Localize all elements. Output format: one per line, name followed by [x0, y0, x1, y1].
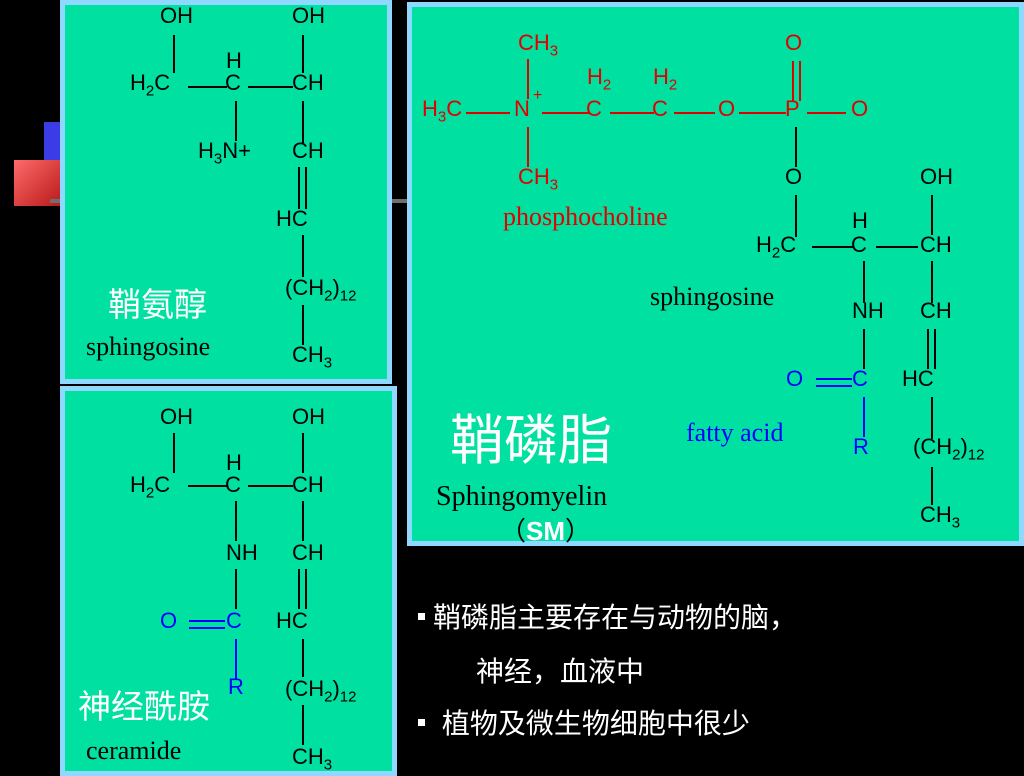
atom-label: O — [718, 96, 736, 121]
atom-label: CH3 — [292, 342, 333, 372]
atom-label: (CH2)12 — [913, 434, 985, 464]
atom-label: C — [852, 366, 868, 391]
ceramide-panel — [60, 386, 397, 776]
atom-label: CH3 — [518, 164, 559, 194]
atom-label: NH — [226, 540, 258, 565]
atom-label: R — [228, 674, 244, 699]
atom-label: CH — [920, 232, 952, 257]
atom-label: H3N+ — [198, 138, 251, 168]
sphingomyelin-en-title: Sphingomyelin — [436, 481, 608, 512]
atom-label: (CH2)12 — [285, 275, 357, 305]
atom-label: O — [851, 96, 869, 121]
atom-label: OH — [920, 164, 953, 189]
atom-label: C — [586, 96, 602, 121]
atom-label: CH — [292, 70, 324, 95]
sphingomyelin-bonds — [466, 59, 936, 505]
atom-label: CH3 — [518, 30, 559, 60]
atom-label: HC — [902, 366, 934, 391]
ceramide-cn-label: 神经酰胺 — [78, 687, 210, 726]
atom-label: C — [652, 96, 668, 121]
atom-label: H — [852, 208, 868, 233]
atom-label: C — [225, 472, 241, 497]
atom-label: OH — [292, 3, 325, 28]
atom-label: + — [533, 87, 543, 104]
ceramide-en-label: ceramide — [86, 736, 182, 765]
bullet-item: 鞘磷脂主要存在与动物的脑， — [418, 596, 797, 636]
sphingosine-cn-label: 鞘氨醇 — [108, 285, 207, 324]
atom-label: H — [226, 48, 242, 73]
sphingosine-panel — [60, 0, 392, 384]
atom-label: H2C — [756, 232, 797, 262]
atom-label: H3C — [422, 96, 463, 126]
atom-label: H2 — [653, 64, 678, 94]
sphingosine-bonds — [173, 35, 307, 345]
atom-label: C — [226, 608, 242, 633]
ceramide-bonds — [173, 433, 307, 745]
sm-sphingosine-label: sphingosine — [650, 282, 775, 311]
atom-label: P — [785, 96, 800, 121]
atom-label: N — [514, 96, 530, 121]
sm-abbreviation: （SM） — [500, 516, 592, 546]
atom-label: CH — [292, 138, 324, 163]
atom-label: O — [785, 30, 803, 55]
atom-label: H2C — [130, 70, 171, 100]
atom-label: O — [786, 366, 804, 391]
atom-label: CH3 — [292, 744, 333, 774]
bullet-item-continuation: 神经，血液中 — [476, 655, 645, 688]
atom-label: HC — [276, 206, 308, 231]
sphingomyelin-cn-title: 鞘磷脂 — [450, 409, 612, 472]
bullet-item: 植物及微生物细胞中很少 — [418, 702, 750, 742]
bullet-square-icon — [418, 718, 425, 726]
atom-label: OH — [160, 3, 193, 28]
atom-label: H2 — [587, 64, 612, 94]
bullet-square-icon — [418, 612, 425, 620]
atom-label: CH — [920, 298, 952, 323]
atom-label: H — [226, 450, 242, 475]
atom-label: NH — [852, 298, 884, 323]
atom-label: O — [785, 164, 803, 189]
atom-label: CH3 — [920, 502, 961, 532]
atom-label: (CH2)12 — [285, 676, 357, 706]
atom-label: CH — [292, 472, 324, 497]
fatty-acid-label: fatty acid — [686, 418, 784, 447]
phosphocholine-label: phosphocholine — [503, 202, 668, 231]
atom-label: OH — [292, 404, 325, 429]
atom-label: O — [160, 608, 178, 633]
atom-label: R — [853, 434, 869, 459]
atom-label: H2C — [130, 472, 171, 502]
sphingosine-en-label: sphingosine — [86, 332, 211, 361]
atom-label: C — [851, 232, 867, 257]
sphingomyelin-panel — [407, 2, 1024, 546]
atom-label: OH — [160, 404, 193, 429]
atom-label: CH — [292, 540, 324, 565]
atom-label: HC — [276, 608, 308, 633]
atom-label: C — [225, 70, 241, 95]
